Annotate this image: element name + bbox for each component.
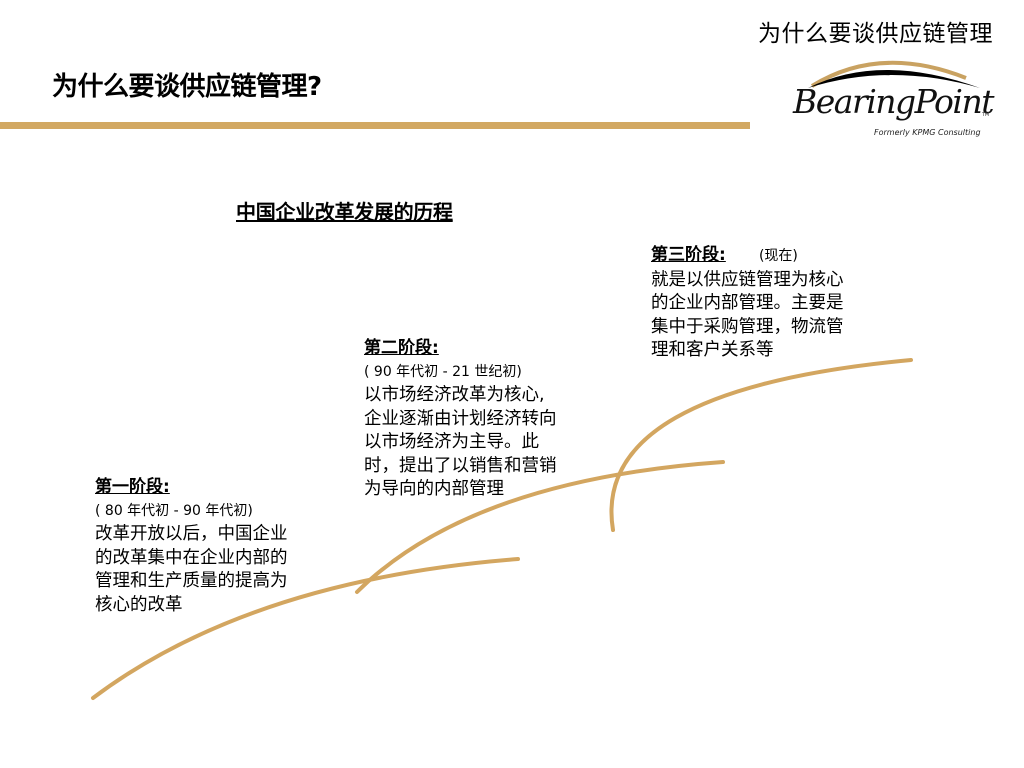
logo-trademark: TM xyxy=(982,112,990,118)
stage-2-line: 以市场经济为主导。此 xyxy=(364,432,539,452)
stage-2-curve xyxy=(355,460,725,594)
stage-2-heading: 第二阶段: xyxy=(364,338,439,358)
logo-arc-icon xyxy=(808,60,980,88)
header-divider xyxy=(0,122,750,129)
stage-2-line: 企业逐渐由计划经济转向 xyxy=(364,408,557,429)
stage-2-line: 为导向的内部管理 xyxy=(364,479,504,499)
corner-title: 为什么要谈供应链管理 xyxy=(758,21,993,47)
stage-3-line: 理和客户关系等 xyxy=(651,340,774,360)
stage-3-line: 的企业内部管理。主要是 xyxy=(651,293,844,313)
stage-2-period: ( 90 年代初 - 21 世纪初) xyxy=(364,363,522,380)
page-title: 为什么要谈供应链管理? xyxy=(52,72,322,102)
stage-2-line: 以市场经济改革为核心, xyxy=(364,385,545,405)
stage-3-block: 第三阶段: (现在) 就是以供应链管理为核心 的企业内部管理。主要是 集中于采购… xyxy=(651,244,844,363)
stage-1-line: 的改革集中在企业内部的 xyxy=(95,547,288,568)
stage-3-line: 就是以供应链管理为核心 xyxy=(651,269,844,290)
stage-1-line: 改革开放以后，中国企业 xyxy=(95,524,288,544)
stage-3-heading: 第三阶段: xyxy=(651,245,726,265)
bearingpoint-logo: BearingPoint TM Formerly KPMG Consulting xyxy=(790,48,994,144)
stage-1-line: 核心的改革 xyxy=(95,594,183,615)
stage-2-line: 时，提出了以销售和营销 xyxy=(364,455,557,476)
stage-2-block: 第二阶段: ( 90 年代初 - 21 世纪初) 以市场经济改革为核心, 企业逐… xyxy=(364,337,557,502)
stage-1-heading: 第一阶段: xyxy=(95,477,170,497)
stage-1-block: 第一阶段: ( 80 年代初 - 90 年代初) 改革开放以后，中国企业 的改革… xyxy=(95,476,288,617)
stage-3-period: (现在) xyxy=(758,248,798,264)
logo-tagline: Formerly KPMG Consulting xyxy=(874,128,981,137)
stage-1-curve xyxy=(91,557,520,700)
stage-3-line: 集中于采购管理，物流管 xyxy=(651,316,844,337)
stage-1-period: ( 80 年代初 - 90 年代初) xyxy=(95,502,253,519)
stage-1-line: 管理和生产质量的提高为 xyxy=(95,571,288,591)
logo-wordmark: BearingPoint xyxy=(793,82,994,121)
stage-3-curve xyxy=(609,358,913,532)
section-title: 中国企业改革发展的历程 xyxy=(236,200,453,224)
